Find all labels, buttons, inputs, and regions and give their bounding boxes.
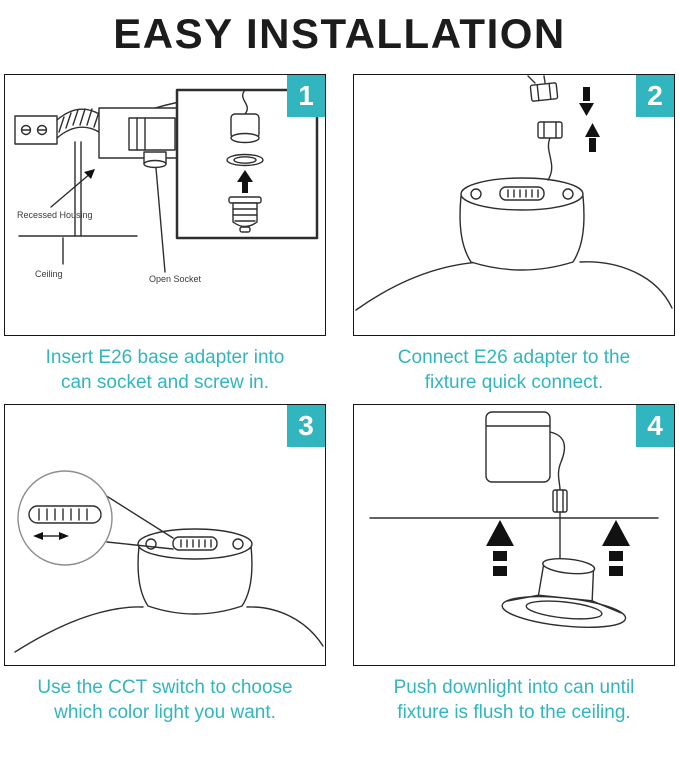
step-4-number-badge: 4 (636, 405, 674, 448)
can-rim (14, 606, 324, 653)
up-arrow-icon (585, 123, 600, 153)
downlight-fixture (137, 528, 253, 615)
step-4-illustration (369, 411, 659, 629)
ceiling-label: Ceiling (35, 269, 63, 279)
step-2-panel: 2 (353, 74, 675, 394)
left-right-arrow-icon (33, 532, 69, 541)
recessed-housing-label: Recessed Housing (17, 210, 93, 220)
hanger-bar (74, 141, 82, 237)
down-arrow-icon (579, 87, 594, 117)
junction-box (485, 411, 551, 483)
steps-grid: 1 (0, 74, 679, 724)
fixture-wire (547, 137, 553, 181)
step-4-panel: 4 (353, 404, 675, 724)
step-2-box: 2 (353, 74, 675, 337)
step-3-caption: Use the CCT switch to choose which color… (37, 677, 293, 724)
step-4-box: 4 (353, 404, 675, 667)
downlight-fixture (459, 177, 585, 271)
step-1-panel: 1 (4, 74, 326, 394)
step-1-number-badge: 1 (287, 75, 325, 118)
step-3-number-badge: 3 (287, 405, 325, 448)
quick-connect-plug (552, 489, 568, 513)
magnifier-leader-top (104, 494, 174, 539)
quick-connect-upper (529, 82, 559, 102)
step-4-caption: Push downlight into can until fixture is… (393, 677, 635, 724)
flex-conduit (56, 108, 100, 139)
magnifier-leader-bottom (106, 541, 174, 550)
leader-arrowhead (84, 169, 95, 180)
page-title: EASY INSTALLATION (113, 10, 566, 57)
quick-connect-lower (537, 121, 563, 139)
e26-base-adapter (228, 196, 262, 233)
open-socket-label: Open Socket (149, 274, 202, 284)
supply-wire (549, 431, 566, 491)
step-1-illustration: Recessed Housing Ceiling Open Socket (14, 88, 319, 284)
step-3-illustration (14, 470, 324, 653)
cct-switch-magnifier (17, 470, 113, 566)
downlight-fixture (501, 558, 627, 629)
supply-wires (527, 75, 546, 84)
step-1-caption: Insert E26 base adapter into can socket … (45, 347, 285, 394)
step-2-illustration (355, 75, 673, 311)
step-2-number-badge: 2 (636, 75, 674, 118)
step-1-box: 1 (4, 74, 326, 337)
up-arrow-icon-right (602, 520, 630, 577)
up-arrow-icon-left (486, 520, 514, 577)
up-arrow-icon (237, 170, 253, 194)
junction-box (14, 115, 58, 145)
step-2-caption: Connect E26 adapter to the fixture quick… (397, 347, 631, 394)
step-3-box: 3 (4, 404, 326, 667)
ceiling-line (18, 235, 138, 265)
step-3-panel: 3 (4, 404, 326, 724)
